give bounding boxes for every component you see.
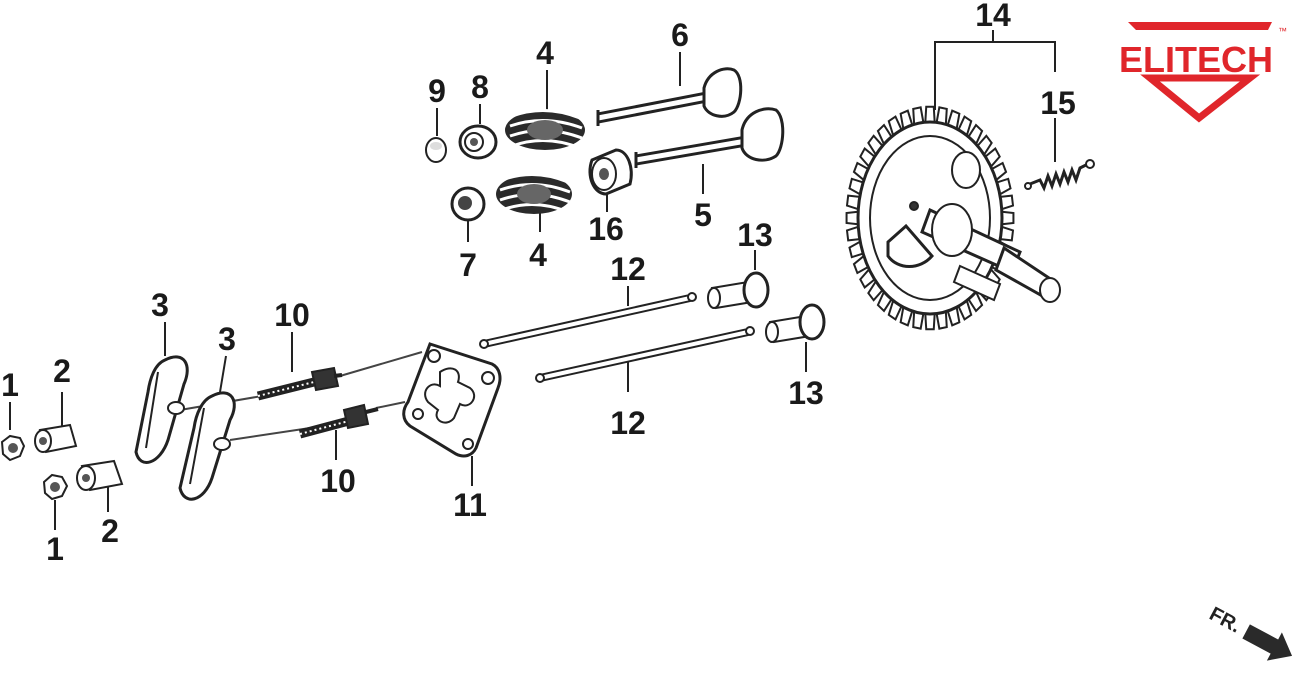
callout-12a: 12: [610, 251, 646, 287]
callout-8: 8: [471, 69, 489, 105]
callout-11: 11: [453, 487, 487, 523]
callout-14: 14: [975, 0, 1011, 33]
callout-4a: 4: [536, 35, 554, 71]
brand-trademark: ™: [1278, 26, 1287, 36]
callout-13b: 13: [788, 375, 824, 411]
part-11-guide-plate: [402, 342, 502, 458]
part-7-spring-retainer: [450, 186, 486, 222]
part-9-valve-cap: [425, 137, 447, 163]
callout-3a: 3: [151, 287, 169, 323]
callout-3b: 3: [218, 321, 236, 357]
callout-4b: 4: [529, 237, 547, 273]
part-1-nut-lower: [42, 473, 69, 501]
part-4-valve-spring-lower: [496, 172, 572, 214]
callout-1a: 1: [1, 367, 19, 403]
callout-10b: 10: [320, 463, 356, 499]
callout-6: 6: [671, 17, 689, 53]
part-15-spring: [1024, 159, 1095, 192]
part-12-push-rod-upper: [479, 292, 697, 349]
callout-12b: 12: [610, 405, 646, 441]
front-direction-marker: FR.: [1206, 603, 1293, 661]
callout-2b: 2: [101, 513, 119, 549]
part-16-valve-rotator: [588, 148, 633, 196]
part-8-spring-retainer: [458, 124, 498, 160]
part-13-tappet-lower: [765, 303, 826, 344]
callout-1b: 1: [46, 531, 64, 567]
part-3-rocker-arm-front: [178, 391, 236, 501]
callout-5: 5: [694, 197, 712, 233]
callout-15: 15: [1040, 85, 1076, 121]
part-4-valve-spring-upper: [505, 108, 585, 150]
front-arrow-icon: [1242, 624, 1293, 661]
brand-name: ELITECH: [1119, 39, 1273, 80]
callout-labels: 1 1 2 2 3 3 4 4 5 6 7 8 9 10 10 11 12 12…: [1, 0, 1076, 567]
part-5-valve: [634, 107, 785, 168]
part-1-nut-upper: [0, 434, 26, 462]
part-12-push-rod-lower: [535, 326, 755, 383]
part-2-sleeve-upper: [34, 423, 78, 454]
callout-16: 16: [588, 211, 624, 247]
callout-9: 9: [428, 73, 446, 109]
part-3-rocker-arm-rear: [134, 355, 189, 464]
part-10-pivot-bolt-upper: [256, 366, 343, 401]
callout-10a: 10: [274, 297, 310, 333]
gear-tooth: [845, 210, 860, 226]
gear-tooth: [924, 105, 936, 124]
elitech-logo: ELITECH ™: [1119, 22, 1287, 123]
part-6-valve: [596, 67, 743, 126]
part-13-tappet-upper: [707, 271, 770, 310]
gear-tooth: [924, 312, 936, 331]
gear-tooth: [1000, 210, 1015, 226]
front-label: FR.: [1206, 603, 1245, 638]
part-10-pivot-bolt-lower: [298, 403, 379, 439]
callout-13a: 13: [737, 217, 773, 253]
callout-2a: 2: [53, 353, 71, 389]
callout-7: 7: [459, 247, 477, 283]
part-2-sleeve-lower: [76, 459, 124, 492]
part-14-camshaft-gear: [845, 105, 1061, 331]
